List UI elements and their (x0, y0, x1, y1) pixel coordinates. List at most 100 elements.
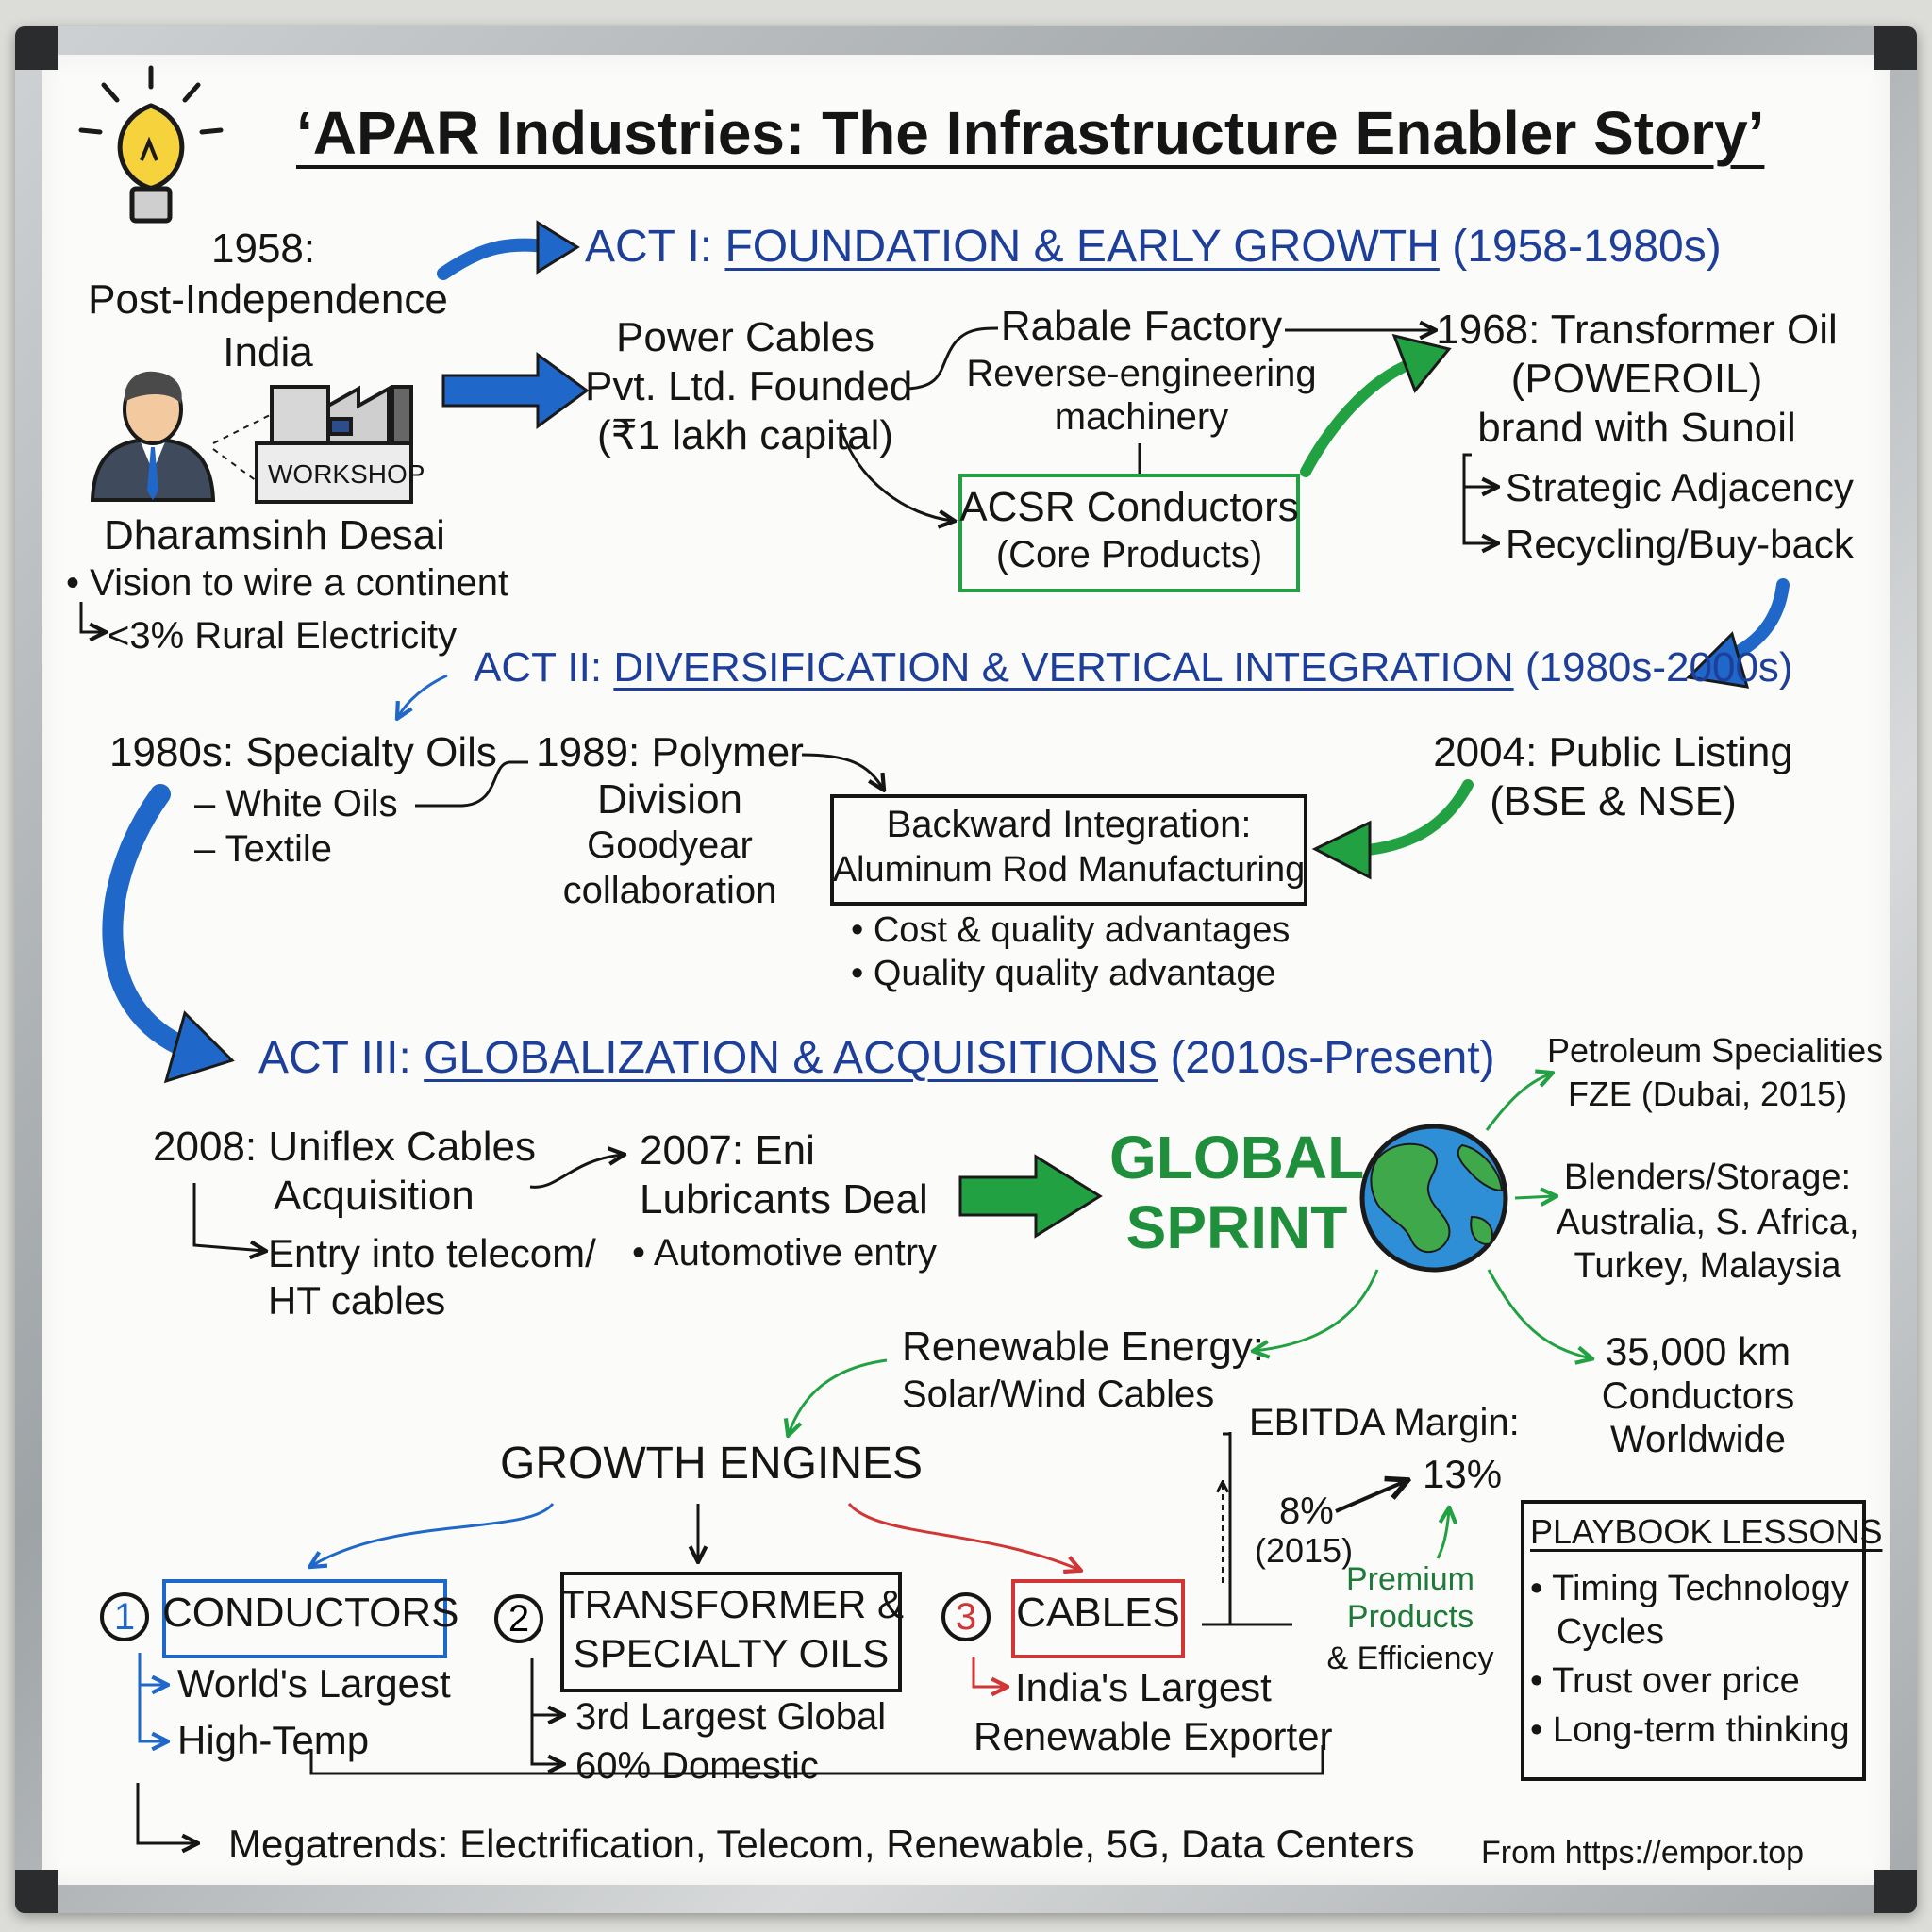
playbook-item-1b: Cycles (1557, 1612, 1665, 1652)
dubai-line-1: Petroleum Specialities (1547, 1031, 1884, 1070)
playbook-box (1521, 1500, 1866, 1781)
engine-3-point-2: Renewable Exporter (974, 1714, 1333, 1758)
acsr-box (958, 474, 1300, 592)
blenders-line-2: Australia, S. Africa, (1556, 1203, 1859, 1242)
km-line-2: Conductors (1601, 1375, 1795, 1417)
polymer-line-4: collaboration (562, 870, 777, 911)
engine-3-point-1: India's Largest (1015, 1665, 1272, 1709)
engine-3-box (1011, 1579, 1185, 1658)
global-sprint-line-2: SPRINT (1125, 1193, 1348, 1261)
frame-corner (15, 26, 58, 70)
engine-2-name-line-1: TRANSFORMER & (560, 1582, 905, 1626)
white-oils: – White Oils (194, 783, 398, 824)
global-sprint-line-1: GLOBAL (1109, 1124, 1365, 1191)
uniflex-line-2: Acquisition (274, 1173, 475, 1219)
engine-2-name-line-2: SPECIALTY OILS (573, 1631, 890, 1675)
engine-1-point-2: High-Temp (177, 1718, 370, 1762)
growth-engines-title: GROWTH ENGINES (500, 1439, 924, 1489)
engine-2-point-1: 3rd Largest Global (575, 1696, 887, 1738)
act-2-period: (1980s-2000s) (1524, 644, 1793, 691)
frame-corner (1874, 1870, 1917, 1913)
founded-line-3: (₹1 lakh capital) (596, 412, 894, 458)
ebitda-from: 8% (1279, 1491, 1334, 1532)
founded-line-2: Pvt. Ltd. Founded (585, 363, 913, 409)
origin-year: 1958: (211, 225, 316, 272)
playbook-item-1: • Timing Technology (1530, 1569, 1849, 1608)
engine-3-number: 3 (941, 1592, 991, 1641)
backward-line-1: Backward Integration: (886, 804, 1252, 845)
backward-point-2: • Quality quality advantage (851, 954, 1276, 993)
ebitda-driver-line-2: Products (1346, 1599, 1474, 1635)
engine-2-point-2: 60% Domestic (575, 1745, 819, 1787)
playbook-item-3: • Long-term thinking (1530, 1710, 1850, 1750)
oil-line-2: (POWEROIL) (1510, 356, 1763, 402)
eni-point: • Automotive entry (632, 1232, 938, 1274)
backward-integration-box (830, 794, 1307, 906)
specialty-oils: 1980s: Specialty Oils (109, 729, 497, 775)
footer-source: From https://empor.top (1481, 1835, 1805, 1871)
acsr-line-1: ACSR Conductors (959, 484, 1299, 530)
act-1-header: ACT I: FOUNDATION & EARLY GROWTH (1958-1… (585, 222, 1722, 273)
uniflex-line-3: Entry into telecom/ (268, 1231, 596, 1275)
engine-1-number: 1 (100, 1592, 149, 1641)
oil-line-1: 1968: Transformer Oil (1436, 307, 1838, 353)
founder-vision: • Vision to wire a continent (66, 562, 509, 604)
act-3-header: ACT III: GLOBALIZATION & ACQUISITIONS (2… (258, 1033, 1495, 1084)
backward-line-2: Aluminum Rod Manufacturing (832, 850, 1306, 890)
playbook-title: PLAYBOOK LESSONS (1530, 1512, 1883, 1551)
founded-line-1: Power Cables (616, 314, 874, 360)
origin-line-2: India (223, 329, 313, 375)
ebitda-to: 13% (1423, 1452, 1503, 1496)
rabale-line-3: machinery (1054, 396, 1229, 438)
engine-1-point-1: World's Largest (177, 1661, 451, 1706)
ebitda-from-year: (2015) (1255, 1531, 1354, 1570)
ebitda-driver-line-3: & Efficiency (1326, 1641, 1494, 1676)
factory-workshop-icon (255, 385, 413, 504)
km-line-3: Worldwide (1610, 1419, 1786, 1460)
rabale-line-1: Rabale Factory (1000, 303, 1283, 349)
origin-line-1: Post-Independence (88, 276, 448, 323)
oil-line-3: brand with Sunoil (1477, 405, 1796, 451)
backward-point-1: • Cost & quality advantages (851, 910, 1291, 950)
act-2-header: ACT II: DIVERSIFICATION & VERTICAL INTEG… (474, 644, 1793, 691)
acsr-line-2: (Core Products) (995, 534, 1263, 575)
frame-corner (15, 1870, 58, 1913)
eni-line-2: Lubricants Deal (640, 1176, 928, 1223)
act-3-period: (2010s-Present) (1170, 1033, 1495, 1083)
engine-2-number: 2 (494, 1594, 543, 1643)
act-2-name: DIVERSIFICATION & VERTICAL INTEGRATION (613, 644, 1514, 691)
act-1-label: ACT I: (585, 222, 713, 272)
polymer-line-2: Division (596, 776, 743, 823)
oil-point-2: Recycling/Buy-back (1506, 522, 1854, 566)
workshop-label: WORKSHOP (268, 459, 425, 489)
engine-1-box (162, 1579, 447, 1658)
playbook-item-2: • Trust over price (1530, 1661, 1800, 1701)
renewable-line-2: Solar/Wind Cables (902, 1374, 1215, 1415)
founder-person-icon (90, 371, 216, 502)
blenders-line-3: Turkey, Malaysia (1574, 1246, 1841, 1286)
listing-line-1: 2004: Public Listing (1433, 729, 1793, 775)
uniflex-line-1: 2008: Uniflex Cables (153, 1124, 537, 1170)
act-3-name: GLOBALIZATION & ACQUISITIONS (424, 1033, 1158, 1083)
globe-icon (1359, 1124, 1508, 1273)
megatrends: Megatrends: Electrification, Telecom, Re… (228, 1822, 1415, 1866)
uniflex-line-4: HT cables (268, 1278, 446, 1323)
act-2-label: ACT II: (474, 644, 603, 691)
ebitda-driver-line-1: Premium (1345, 1561, 1475, 1597)
founder-name: Dharamsinh Desai (104, 512, 445, 558)
page-title: ‘APAR Industries: The Infrastructure Ena… (296, 99, 1765, 167)
act-1-name: FOUNDATION & EARLY GROWTH (724, 222, 1440, 272)
polymer-line-3: Goodyear (587, 824, 753, 866)
renewable-line-1: Renewable Energy: (902, 1324, 1265, 1370)
act-3-label: ACT III: (258, 1033, 411, 1083)
km-line-1: 35,000 km (1605, 1329, 1791, 1374)
listing-line-2: (BSE & NSE) (1490, 778, 1737, 824)
eni-line-1: 2007: Eni (640, 1127, 815, 1174)
lightbulb-icon (78, 65, 224, 224)
dubai-line-2: FZE (Dubai, 2015) (1567, 1074, 1848, 1113)
rural-electricity: <3% Rural Electricity (108, 615, 458, 657)
blenders-line-1: Blenders/Storage: (1563, 1158, 1852, 1197)
polymer-line-1: 1989: Polymer (536, 729, 804, 775)
rabale-line-2: Reverse-engineering (966, 353, 1317, 394)
